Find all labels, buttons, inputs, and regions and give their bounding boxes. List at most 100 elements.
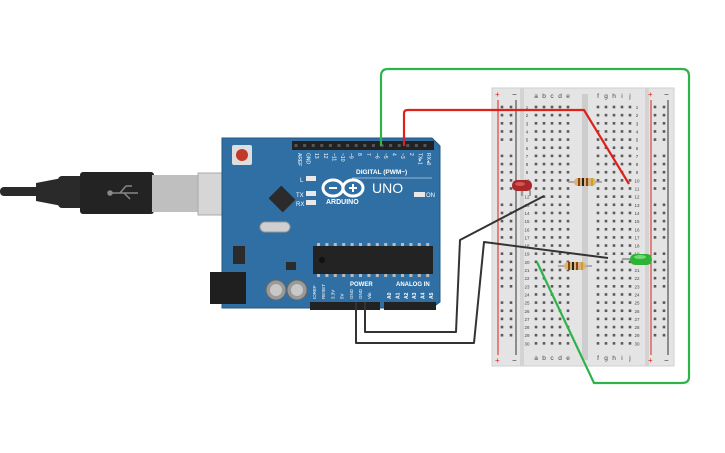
breadboard-hole[interactable] [596,138,600,141]
breadboard-hole[interactable] [620,203,624,207]
breadboard-hole[interactable] [620,179,624,182]
breadboard-hole[interactable] [604,293,608,296]
breadboard-hole[interactable] [612,309,616,313]
breadboard-hole[interactable] [542,268,546,272]
rail-hole[interactable] [662,154,666,158]
rail-hole[interactable] [662,236,666,239]
breadboard-hole[interactable] [534,293,538,296]
breadboard-hole[interactable] [558,211,562,215]
breadboard-hole[interactable] [542,179,546,182]
rail-hole[interactable] [500,252,504,255]
breadboard-hole[interactable] [604,317,608,321]
breadboard-hole[interactable] [550,203,554,207]
rail-hole[interactable] [662,260,666,264]
breadboard-hole[interactable] [604,342,608,345]
digital-pin-hole[interactable] [354,144,358,147]
breadboard-hole[interactable] [612,211,616,215]
breadboard-hole[interactable] [596,260,600,264]
rail-hole[interactable] [509,113,513,117]
breadboard-hole[interactable] [558,113,562,117]
breadboard-hole[interactable] [604,170,608,174]
breadboard-hole[interactable] [612,154,616,158]
breadboard-hole[interactable] [604,130,608,133]
breadboard-hole[interactable] [550,317,554,321]
breadboard-hole[interactable] [596,293,600,296]
breadboard-hole[interactable] [558,130,562,133]
breadboard-hole[interactable] [534,203,538,207]
rail-hole[interactable] [662,113,666,117]
breadboard-hole[interactable] [534,317,538,321]
breadboard-hole[interactable] [596,154,600,158]
breadboard-hole[interactable] [596,105,600,109]
breadboard-hole[interactable] [620,309,624,313]
breadboard-hole[interactable] [596,219,600,223]
breadboard-hole[interactable] [534,252,538,255]
breadboard-hole[interactable] [566,285,570,288]
breadboard-hole[interactable] [550,244,554,247]
breadboard-hole[interactable] [558,301,562,304]
breadboard-hole[interactable] [558,293,562,296]
rail-hole[interactable] [509,219,513,223]
breadboard-hole[interactable] [542,187,546,190]
rail-hole[interactable] [662,285,666,288]
breadboard-hole[interactable] [534,276,538,280]
breadboard-hole[interactable] [628,317,632,321]
breadboard-hole[interactable] [566,211,570,215]
rail-hole[interactable] [662,211,666,215]
breadboard-hole[interactable] [558,138,562,141]
breadboard-hole[interactable] [596,244,600,247]
rail-hole[interactable] [653,276,657,280]
breadboard-hole[interactable] [628,211,632,215]
breadboard-hole[interactable] [628,162,632,166]
resistor-1[interactable] [568,178,602,186]
breadboard-hole[interactable] [534,195,538,198]
rail-hole[interactable] [509,276,513,280]
breadboard-hole[interactable] [534,244,538,247]
rail-hole[interactable] [509,268,513,272]
rail-hole[interactable] [500,179,504,182]
breadboard-hole[interactable] [558,203,562,207]
breadboard-hole[interactable] [620,244,624,247]
breadboard-hole[interactable] [596,301,600,304]
rail-hole[interactable] [500,276,504,280]
breadboard-hole[interactable] [534,138,538,141]
breadboard-hole[interactable] [558,333,562,337]
breadboard-hole[interactable] [604,211,608,215]
breadboard-hole[interactable] [620,252,624,255]
breadboard-hole[interactable] [596,122,600,125]
rail-hole[interactable] [500,236,504,239]
breadboard-hole[interactable] [542,301,546,304]
breadboard-hole[interactable] [612,105,616,109]
breadboard-hole[interactable] [542,162,546,166]
rail-hole[interactable] [509,260,513,264]
rail-hole[interactable] [500,260,504,264]
digital-pin-hole[interactable] [414,144,418,147]
breadboard-hole[interactable] [534,285,538,288]
breadboard-hole[interactable] [566,203,570,207]
digital-header[interactable] [292,141,434,150]
rail-hole[interactable] [662,219,666,223]
power-header[interactable] [310,302,380,310]
breadboard-hole[interactable] [612,342,616,345]
breadboard-hole[interactable] [550,130,554,133]
breadboard-hole[interactable] [542,105,546,109]
breadboard-hole[interactable] [628,333,632,337]
breadboard-hole[interactable] [566,130,570,133]
breadboard-hole[interactable] [620,268,624,272]
breadboard-hole[interactable] [628,260,632,264]
breadboard-hole[interactable] [596,146,600,150]
rail-hole[interactable] [500,219,504,223]
rail-hole[interactable] [509,236,513,239]
digital-pin-hole[interactable] [320,144,324,147]
rail-hole[interactable] [653,130,657,133]
rail-hole[interactable] [662,179,666,182]
rail-hole[interactable] [662,301,666,304]
breadboard-hole[interactable] [550,211,554,215]
breadboard-hole[interactable] [628,130,632,133]
breadboard-hole[interactable] [628,170,632,174]
breadboard-hole[interactable] [596,211,600,215]
analog-header[interactable] [384,302,436,310]
rail-hole[interactable] [653,285,657,288]
breadboard-hole[interactable] [612,325,616,329]
